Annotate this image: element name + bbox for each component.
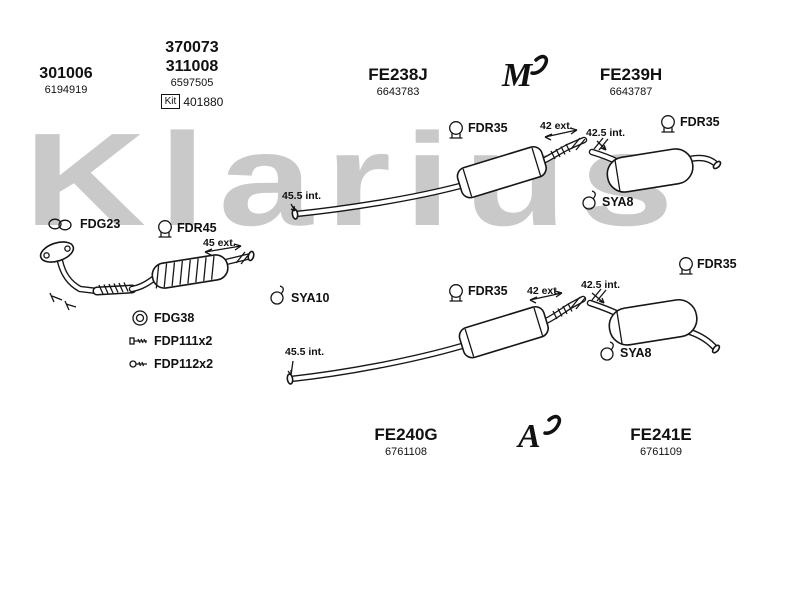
gasket-icon-fdg23 [48,218,72,231]
kit-row: Kit 401880 [142,94,242,109]
hanger-icon-sya8-bottom [600,341,614,361]
part-ref-301006: 6194919 [44,84,88,96]
dim-label-42-5-int-bottom: 42.5 int. [581,279,621,291]
part-group-fe238j: FE238J 6643783 [348,65,448,99]
make-logo-top-letter: M [501,57,534,94]
fe238j-drawing [290,127,607,220]
fitting-label-sya8-top: SYA8 [602,195,634,209]
make-logo-bottom-letter: A [516,418,541,455]
fitting-label-fdp111: FDP111x2 [154,334,213,348]
part-group-370073: 370073 311008 6597505 Kit 401880 [142,38,242,109]
part-code-370073: 370073 [165,39,219,56]
dim-label-45-ext: 45 ext. [203,237,236,249]
fitting-label-fdg38: FDG38 [154,311,195,325]
ring-icon-fdg38 [132,310,148,326]
clamp-icon-fdr35-mid-top [448,121,464,139]
fitting-label-fdr35-right-top: FDR35 [680,115,720,129]
part-ref-fe240g: 6761108 [384,446,427,458]
clamp-icon-fdr45 [157,220,173,238]
dim-label-42-5-int-top: 42.5 int. [586,127,626,139]
part-code-fe241e: FE241E [630,425,692,444]
dim-label-42-ext-top: 42 ext. [540,120,573,132]
part-code-301006: 301006 [39,65,93,82]
make-logo-bottom-swash [543,414,562,435]
hanger-icon-sya8-top [582,190,596,210]
fe241e-drawing [586,288,721,354]
part-ref-6597505: 6597505 [170,77,214,89]
fitting-label-fdr45: FDR45 [177,221,217,235]
make-logo-bottom: A [516,414,562,455]
hanger-icon-sya10 [270,285,284,305]
part-ref-fe238j: 6643783 [376,86,420,98]
part-group-fe240g: FE240G 6761108 [356,425,456,459]
part-ref-fe241e: 6761109 [639,446,682,458]
fitting-label-sya8-bottom: SYA8 [620,346,652,360]
part-code-fe240g: FE240G [374,425,438,444]
bolt-icon-fdp111 [129,337,148,345]
part-code-311008: 311008 [165,58,219,75]
fitting-label-fdr35-right-mid: FDR35 [697,257,737,271]
kit-badge: Kit [160,94,181,109]
front-pipe-drawing [39,241,255,311]
part-group-fe241e: FE241E 6761109 [611,425,711,459]
fitting-label-fdr35-mid-top: FDR35 [468,121,508,135]
make-logo-top: M [501,54,549,94]
part-code-fe239h: FE239H [599,65,663,84]
dim-label-45-5-int-bottom: 45.5 int. [285,346,325,358]
part-code-fe238j: FE238J [368,65,428,84]
fe239h-drawing [588,137,722,193]
clamp-icon-fdr35-right-top [660,115,676,133]
brand-watermark: Klarius [24,106,687,253]
part-ref-fe239h: 6643787 [609,86,653,98]
kit-number: 401880 [183,94,224,109]
fitting-label-sya10: SYA10 [291,291,330,305]
fe240g-drawing [286,290,605,385]
part-group-301006: 301006 6194919 [18,64,114,97]
dim-label-42-ext-bottom: 42 ext. [527,285,560,297]
fitting-label-fdg23: FDG23 [80,217,121,231]
dim-label-45-5-int-top: 45.5 int. [282,190,322,202]
part-group-fe239h: FE239H 6643787 [581,65,681,99]
make-logo-top-swash [530,54,549,75]
clamp-icon-fdr35-right-mid [678,257,694,275]
clamp-icon-fdr35-mid-bottom [448,284,464,302]
screw-icon-fdp112 [129,360,148,368]
fitting-label-fdr35-mid-bottom: FDR35 [468,284,508,298]
fitting-label-fdp112: FDP112x2 [154,357,214,371]
